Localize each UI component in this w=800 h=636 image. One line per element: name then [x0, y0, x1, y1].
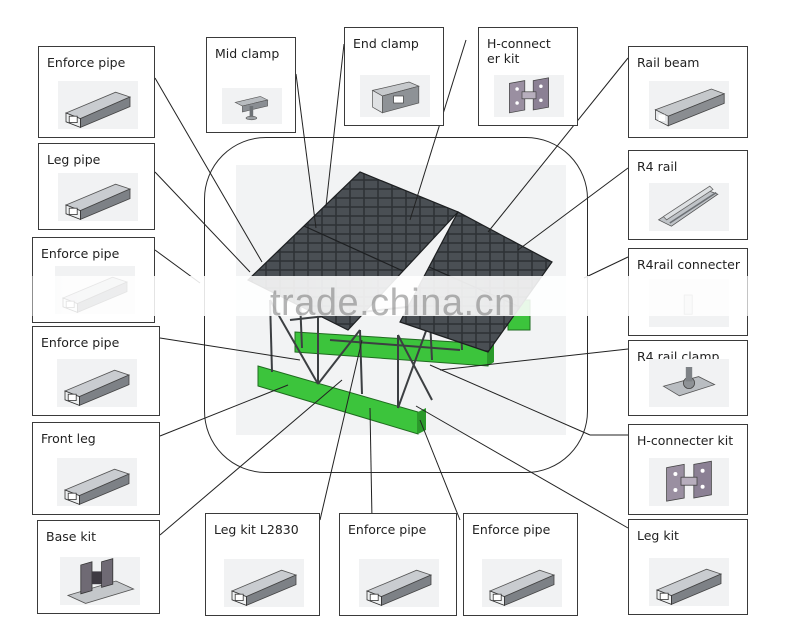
callout-h-connecter-kit-top: H-connect er kit: [478, 27, 578, 126]
callout-enforce-pipe-1: Enforce pipe: [38, 46, 155, 138]
callout-label: R4 rail: [637, 159, 678, 174]
square-tube-icon: [649, 558, 729, 611]
callout-label: Leg kit: [637, 528, 679, 543]
callout-end-clamp: End clamp: [344, 27, 444, 126]
callout-front-leg: Front leg: [32, 422, 160, 515]
callout-enforce-pipe-4: Enforce pipe: [339, 513, 457, 616]
rail-clamp-icon: [649, 359, 729, 412]
callout-label: Enforce pipe: [472, 522, 551, 537]
callout-enforce-pipe-5: Enforce pipe: [463, 513, 578, 616]
callout-label: H-connecter kit: [637, 433, 734, 448]
mid-clamp-icon: [222, 88, 282, 129]
watermark-text: trade.china.cn: [270, 282, 516, 324]
end-clamp-icon: [360, 75, 430, 122]
base-kit-icon: [60, 557, 140, 610]
rail-beam-icon: [649, 81, 729, 134]
leader-lines: [154, 39, 629, 536]
callout-label: Enforce pipe: [41, 335, 120, 350]
square-tube-icon: [57, 359, 137, 412]
callout-label: Leg pipe: [47, 152, 101, 167]
square-tube-icon: [58, 173, 138, 226]
callout-enforce-pipe-3: Enforce pipe: [32, 326, 160, 416]
callout-label: Rail beam: [637, 55, 700, 70]
r4-rail-icon: [649, 183, 729, 236]
callout-label: Leg kit L2830: [214, 522, 299, 537]
h-connector-icon: [649, 458, 729, 511]
callout-r4-rail: R4 rail: [628, 150, 748, 240]
callout-leg-kit-l2830: Leg kit L2830: [205, 513, 320, 616]
callout-h-connecter-kit-right: H-connecter kit: [628, 424, 748, 515]
watermark-band: [0, 276, 800, 316]
square-tube-icon: [482, 559, 562, 612]
callout-leg-kit: Leg kit: [628, 519, 748, 615]
callout-label: Enforce pipe: [348, 522, 427, 537]
square-tube-icon: [58, 81, 138, 134]
callout-rail-beam: Rail beam: [628, 46, 748, 138]
callout-r4-rail-clamp: R4 rail clamp: [628, 340, 748, 416]
callout-leg-pipe: Leg pipe: [38, 143, 155, 230]
callout-label: H-connect er kit: [487, 36, 551, 66]
square-tube-icon: [57, 458, 137, 511]
callout-label: Front leg: [41, 431, 96, 446]
square-tube-icon: [224, 559, 304, 612]
callout-base-kit: Base kit: [37, 520, 160, 614]
callout-label: Base kit: [46, 529, 97, 544]
callout-label: Mid clamp: [215, 46, 280, 61]
callout-label: Enforce pipe: [47, 55, 126, 70]
h-connector-icon: [494, 75, 564, 122]
callout-label: R4rail connecter: [637, 257, 741, 272]
callout-label: End clamp: [353, 36, 419, 51]
square-tube-icon: [359, 559, 439, 612]
callout-label: Enforce pipe: [41, 246, 120, 261]
callout-mid-clamp: Mid clamp: [206, 37, 296, 133]
